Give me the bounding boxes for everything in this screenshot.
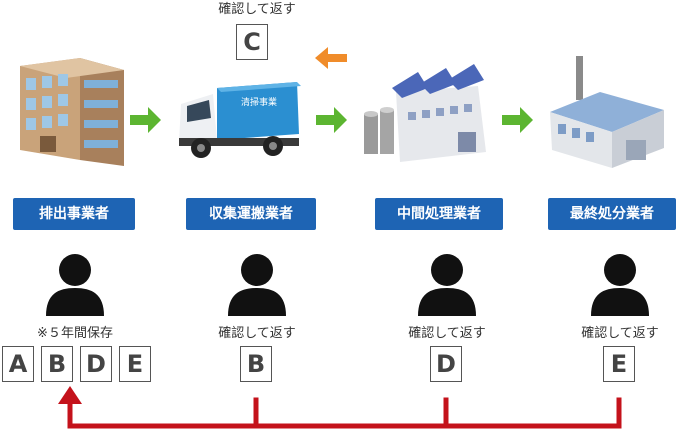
slip-box-c: C xyxy=(236,24,268,60)
green-flow-arrow-icon xyxy=(316,107,347,133)
green-flow-arrow-icon xyxy=(502,107,533,133)
confirm-caption-final: 確認して返す xyxy=(581,326,659,341)
actor-label-final: 最終処分業者 xyxy=(548,198,676,230)
actor-label-collector: 収集運搬業者 xyxy=(186,198,316,230)
actor-label-emitter: 排出事業者 xyxy=(13,198,135,230)
truck-text: 清掃事業 xyxy=(241,96,277,108)
person-icon xyxy=(46,254,104,316)
kept-slip-a: A xyxy=(2,346,34,382)
person-icon xyxy=(418,254,476,316)
person-icon xyxy=(228,254,286,316)
kept-slip-d: D xyxy=(80,346,112,382)
garbage-truck-icon: 清掃事業 xyxy=(179,82,301,158)
return-slip-e: E xyxy=(603,346,635,382)
return-slip-d: D xyxy=(430,346,462,382)
orange-return-arrow-icon xyxy=(315,47,347,69)
disposal-facility-icon xyxy=(550,56,664,168)
retention-note: ※５年間保存 xyxy=(37,326,113,341)
actor-label-intermediate: 中間処理業者 xyxy=(375,198,503,230)
confirm-caption-top: 確認して返す xyxy=(218,2,296,17)
return-slip-b: B xyxy=(240,346,272,382)
kept-slip-b: B xyxy=(41,346,73,382)
processing-plant-icon xyxy=(364,64,486,162)
person-icon xyxy=(591,254,649,316)
confirm-caption-collector: 確認して返す xyxy=(218,326,296,341)
green-flow-arrow-icon xyxy=(130,107,161,133)
red-arrow-head-icon xyxy=(58,386,82,404)
apartment-building-icon xyxy=(20,58,124,166)
kept-slip-e: E xyxy=(119,346,151,382)
confirm-caption-intermediate: 確認して返す xyxy=(408,326,486,341)
